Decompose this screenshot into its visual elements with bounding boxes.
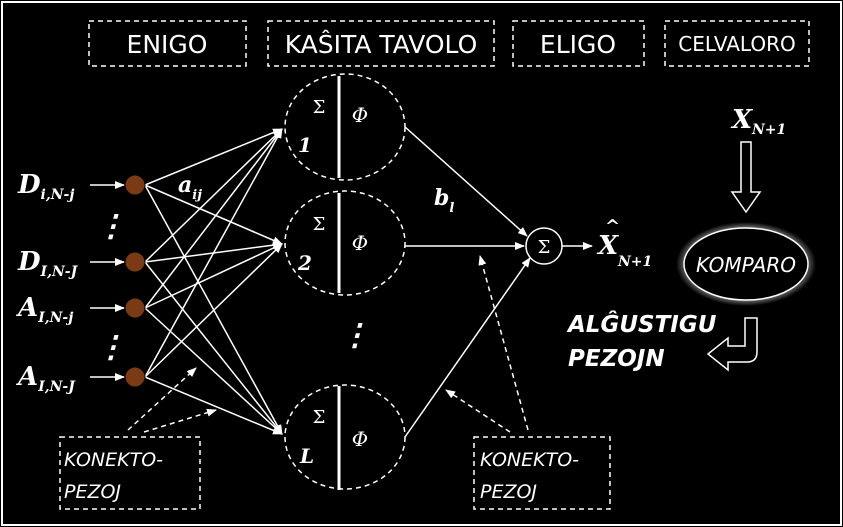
target-label: X N+1 [730,105,786,138]
connections-left-line1: KONEKTO- [64,449,163,471]
neuron-1-activation-icon: Φ [352,103,368,127]
svg-text:^: ^ [605,216,620,237]
neuron-2-index: 2 [297,251,312,275]
weight-label-input: aij [178,172,202,203]
connections-right-pointer-2 [445,389,511,433]
input-hidden-connections [144,128,283,435]
header-target-label: CELVALORO [678,32,795,56]
connections-left-pointer-1 [127,367,197,431]
header-input-layer-label: ENIGO [127,30,208,59]
connections-left-line2: PEZOJ [64,481,121,503]
target-down-arrow-icon [730,141,762,214]
header-output-layer: ELIGO [512,20,645,67]
input-label-1: Di,N-j [17,170,74,203]
comparator: KOMPARO [676,222,816,306]
output-label: X ^ N+1 [596,216,652,270]
header-output-layer-label: ELIGO [540,30,616,59]
input-label-2: DI,N-J [17,247,79,280]
adjust-label-line2: PEZOJN [568,346,665,372]
input-label-3: AI,N-j [15,293,73,326]
weight-label-output: bl [434,185,454,216]
input-node-2 [124,251,146,273]
input-node-1 [124,174,146,196]
adjust-label-line1: ALĜUSTIGU [566,310,717,338]
connections-right-line1: KONEKTO- [480,449,579,471]
neuron-2-activation-icon: Φ [352,231,368,255]
hidden-output-connections [404,126,531,438]
connections-right-line2: PEZOJ [480,481,537,503]
connections-box-right: KONEKTO- PEZOJ [473,436,611,510]
ellipsis-neurons: ⋮ [340,318,370,353]
input-node-4 [124,366,146,388]
connections-right-pointer-1 [478,255,529,431]
header-hidden-layer-label: KAŜITA TAVOLO [285,29,478,59]
svg-text:N+1: N+1 [751,122,786,138]
output-sum-icon: Σ [538,237,551,258]
connections-box-left: KONEKTO- PEZOJ [59,436,201,510]
connections-left-pointer-2 [143,408,217,433]
output-node: Σ [525,227,563,265]
svg-text:X: X [596,231,620,261]
ellipsis-inputs-top: ⋮ [96,209,126,244]
header-target: CELVALORO [664,20,810,67]
feedback-arrow-icon [706,317,758,372]
header-hidden-layer: KAŜITA TAVOLO [267,20,495,67]
svg-text:X: X [730,105,754,135]
neuron-L-index: L [299,444,314,468]
neuron-L-sum-icon: Σ [313,407,326,428]
hidden-neuron-1: Σ 1 Φ [284,73,406,181]
comparator-label: KOMPARO [696,253,796,277]
hidden-neuron-2: Σ 2 Φ [284,190,406,296]
neuron-2-sum-icon: Σ [313,214,326,235]
ellipsis-inputs-bottom: ⋮ [96,330,126,365]
input-node-3 [124,297,146,319]
hidden-neuron-L: Σ L Φ [284,384,406,490]
input-labels: Di,N-j DI,N-J AI,N-j AI,N-J [15,170,79,395]
neuron-1-sum-icon: Σ [313,97,326,118]
neuron-L-activation-icon: Φ [352,427,368,451]
header-input-layer: ENIGO [88,20,247,67]
svg-text:N+1: N+1 [617,254,652,270]
input-label-4: AI,N-J [15,362,76,395]
input-nodes [90,174,146,388]
neuron-1-index: 1 [298,133,312,157]
